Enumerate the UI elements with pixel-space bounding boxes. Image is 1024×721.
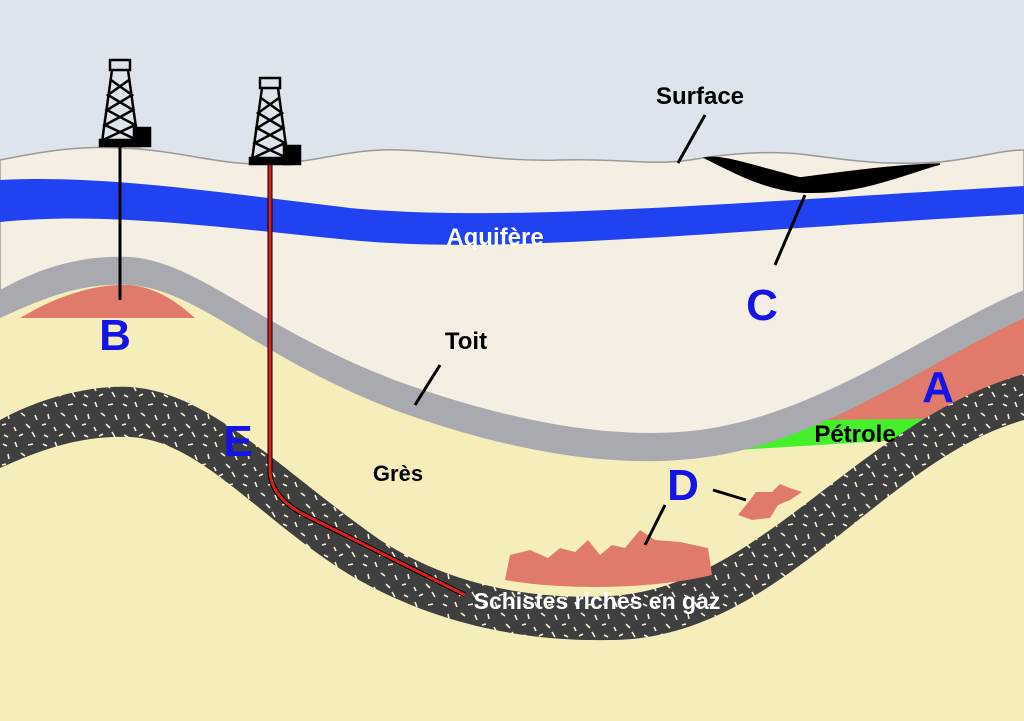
label-oil: Pétrole — [814, 421, 895, 448]
label-surface: Surface — [656, 83, 744, 110]
label-a: A — [922, 363, 954, 412]
coal-lens-c — [702, 156, 941, 194]
gas-pocket-d — [505, 530, 712, 587]
gas-pocket-b — [20, 284, 195, 318]
label-shale: Schistes riches en gaz — [474, 588, 721, 614]
label-c: C — [746, 281, 778, 330]
sandstone-layer — [0, 284, 1024, 721]
label-aquifer: Aquifère — [446, 224, 543, 251]
label-roof: Toit — [445, 328, 487, 355]
well-e-horizontal-inner — [268, 163, 466, 597]
oil-derrick-icon — [98, 58, 152, 148]
roof-layer — [0, 256, 1024, 462]
gas-pocket-small — [738, 484, 802, 520]
pointer-lines — [413, 114, 807, 546]
label-b: B — [99, 311, 131, 360]
label-d: D — [667, 461, 699, 510]
label-e: E — [223, 417, 252, 466]
shale-layer — [0, 374, 1024, 641]
label-sandstone: Grès — [373, 461, 423, 486]
aquifer-layer — [0, 179, 1024, 245]
oil-derrick-icon — [248, 76, 302, 166]
